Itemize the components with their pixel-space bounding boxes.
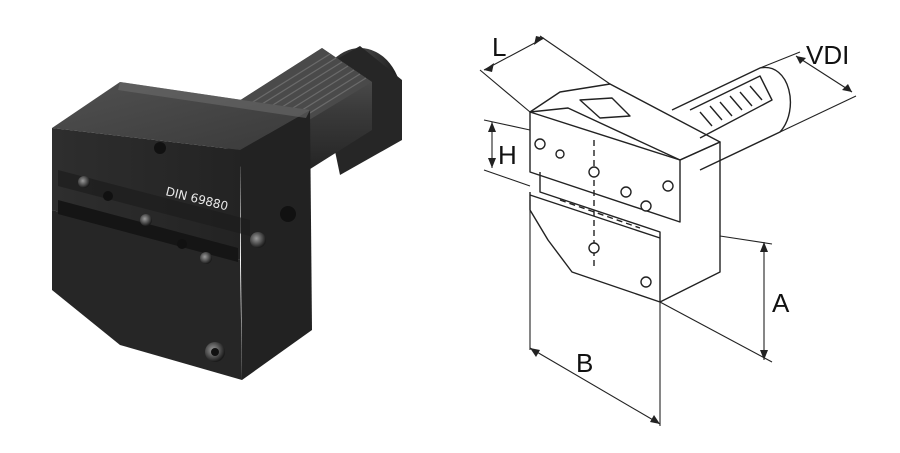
drawing-body	[529, 66, 792, 303]
drawing-holes	[534, 138, 674, 288]
dim-label-A: A	[772, 288, 790, 318]
dimension-arrows	[484, 36, 852, 424]
dim-label-H: H	[498, 140, 517, 170]
dim-label-VDI: VDI	[806, 40, 849, 70]
dim-label-L: L	[492, 32, 506, 62]
main-block	[52, 82, 312, 380]
bolt-holes	[78, 142, 296, 362]
dim-label-B: B	[576, 348, 593, 378]
dimension-lines	[479, 35, 857, 426]
